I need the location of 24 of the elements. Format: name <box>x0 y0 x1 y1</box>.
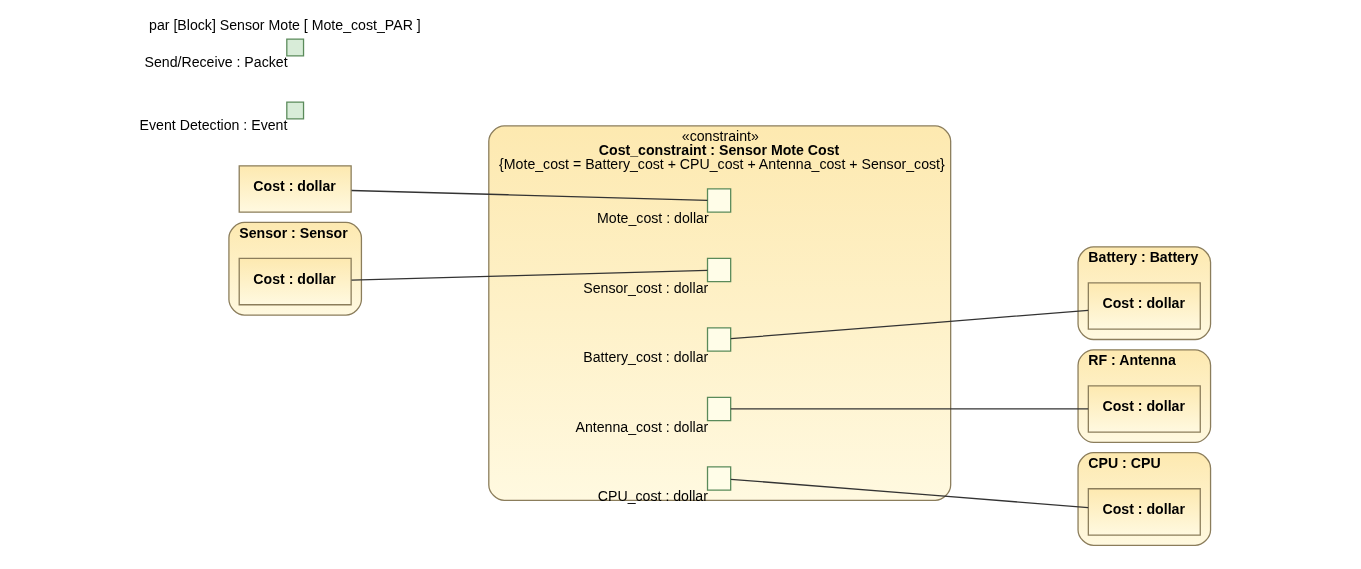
node-box: Cost : dollar <box>1087 488 1201 536</box>
node-box <box>706 396 732 422</box>
connector <box>730 478 1089 509</box>
node-box: Cost : dollar <box>1087 385 1201 433</box>
node-box <box>706 327 732 352</box>
connector <box>730 408 1089 410</box>
node-box: Cost : dollar <box>238 257 352 306</box>
node-box <box>286 38 305 57</box>
connector <box>730 309 1089 340</box>
diagram-title: par [Block] Sensor Mote [ Mote_cost_PAR ] <box>149 16 421 33</box>
node-label: Send/Receive : Packet <box>144 54 288 71</box>
node-label: Antenna_cost : dollar <box>575 418 709 435</box>
node-label: Mote_cost : dollar <box>597 210 709 227</box>
node-box <box>286 101 305 120</box>
node-label: Sensor_cost : dollar <box>583 279 709 296</box>
connector <box>350 189 709 201</box>
node-box <box>706 466 732 491</box>
node-box: Cost : dollar <box>238 165 352 213</box>
node-label: Event Detection : Event <box>139 117 288 134</box>
node-box <box>706 257 732 283</box>
node-label: Battery_cost : dollar <box>583 349 709 366</box>
node-box <box>706 188 732 213</box>
node-box: Cost : dollar <box>1087 282 1201 330</box>
connector <box>350 269 709 281</box>
